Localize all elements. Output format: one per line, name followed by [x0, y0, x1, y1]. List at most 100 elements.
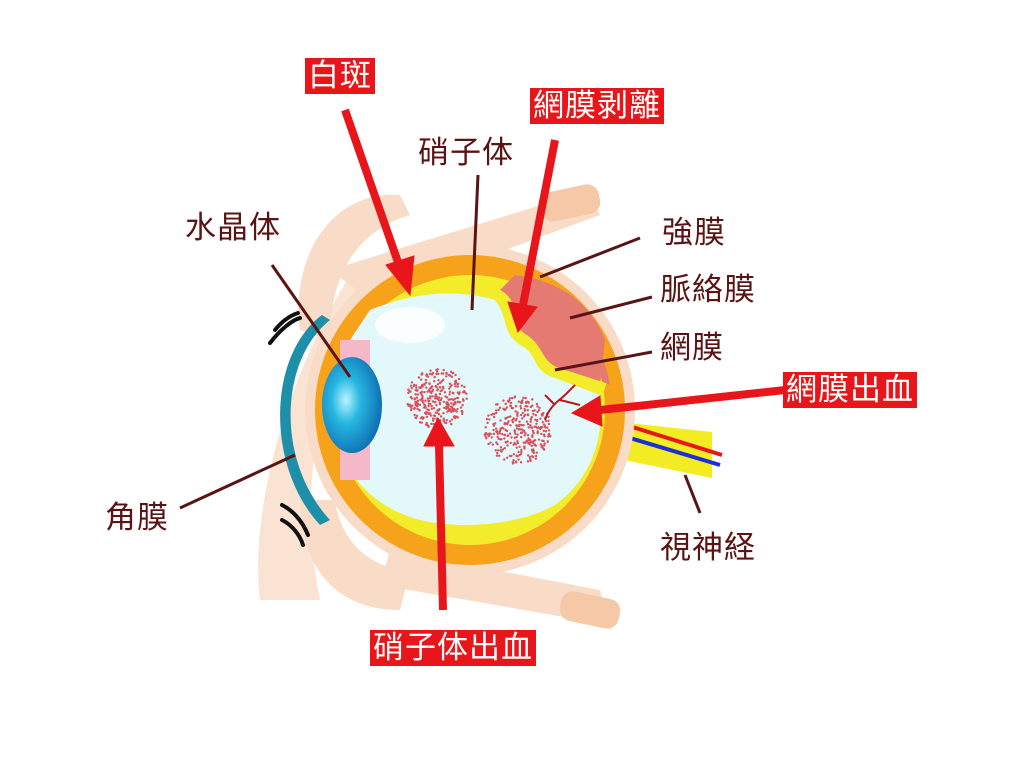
- hemorrhage-dot: [425, 415, 429, 419]
- hemorrhage-dot: [458, 391, 461, 394]
- hemorrhage-dot: [445, 405, 448, 408]
- hemorrhage-dot: [441, 385, 445, 389]
- hemorrhage-dot: [496, 442, 499, 446]
- hemorrhage-dot: [509, 404, 512, 407]
- label-lens: 水晶体: [185, 210, 281, 246]
- hemorrhage-dot: [499, 449, 502, 452]
- hemorrhage-dot: [455, 410, 458, 413]
- hemorrhage-dot: [504, 408, 507, 411]
- hemorrhage-dot: [491, 443, 495, 446]
- hemorrhage-dot: [536, 410, 539, 414]
- choroid-leader: [569, 295, 653, 320]
- hemorrhage-dot: [533, 439, 537, 442]
- hemorrhage-dot: [423, 406, 426, 409]
- hemorrhage-dot: [420, 390, 424, 394]
- hemorrhage-dot: [535, 402, 539, 406]
- hemorrhage-dot: [425, 386, 428, 389]
- hemorrhage-dot: [418, 386, 421, 389]
- retinal-vessels: [544, 384, 581, 421]
- hemorrhage-dot: [427, 411, 430, 415]
- hemorrhage-dot: [445, 407, 448, 410]
- hemorrhage-dot: [414, 384, 418, 387]
- hemorrhage-dot: [517, 458, 520, 461]
- label-retinal-detachment: 網膜剥離: [530, 88, 664, 124]
- hemorrhage-dot: [418, 408, 421, 412]
- hemorrhage-dot: [531, 448, 535, 451]
- hemorrhage-dot: [503, 433, 506, 437]
- hemorrhage-dot: [412, 384, 416, 388]
- hemorrhage-dot: [454, 385, 457, 388]
- hemorrhage-dot: [530, 415, 533, 419]
- hemorrhage-dot: [512, 458, 515, 462]
- hemorrhage-dot: [536, 405, 539, 408]
- hemorrhage-dot: [452, 402, 456, 405]
- hemorrhage-dot: [450, 418, 454, 421]
- hemorrhage-dot: [408, 403, 412, 407]
- hemorrhage-dot: [420, 373, 423, 376]
- hemorrhage-dot: [485, 417, 489, 421]
- hemorrhage-dot: [421, 383, 424, 387]
- hemorrhage-dot: [429, 369, 432, 372]
- hemorrhage-dot: [437, 396, 441, 399]
- hemorrhage-dot: [445, 401, 448, 404]
- hemorrhage-dot: [435, 368, 438, 372]
- leukoma-arrowhead: [385, 255, 415, 297]
- hemorrhage-dot: [451, 372, 454, 375]
- hemorrhage-dot: [522, 441, 526, 444]
- hemorrhage-dot: [529, 459, 532, 462]
- hemorrhage-dot: [520, 448, 523, 452]
- hemorrhage-dot: [449, 385, 452, 388]
- hemorrhage-dot: [456, 385, 459, 388]
- hemorrhage-dot: [519, 435, 523, 439]
- hemorrhage-dot: [455, 396, 459, 400]
- hemorrhage-dot: [543, 425, 547, 428]
- hemorrhage-dot: [509, 441, 512, 445]
- hemorrhage-dot: [513, 436, 516, 439]
- hemorrhage-dot: [520, 431, 524, 434]
- hemorrhage-dot: [494, 449, 497, 452]
- hemorrhage-dot: [410, 381, 414, 384]
- hemorrhage-dot: [450, 406, 454, 409]
- hemorrhage-dot: [442, 419, 445, 422]
- hemorrhage-dot: [546, 426, 549, 429]
- hemorrhage-dot: [506, 434, 509, 438]
- hemorrhage-dot: [544, 419, 548, 423]
- hemorrhage-dot: [503, 458, 506, 461]
- hemorrhage-dot: [504, 440, 507, 444]
- hemorrhage-dot: [427, 399, 430, 403]
- hemorrhage-dot: [511, 421, 515, 424]
- hemorrhage-dot: [407, 388, 410, 391]
- hemorrhage-dot: [540, 432, 543, 436]
- hemorrhage-dot: [500, 438, 503, 441]
- eye-muscle: [539, 184, 621, 629]
- hemorrhage-dot: [518, 420, 521, 423]
- hemorrhage-dot: [453, 382, 456, 386]
- hemorrhage-dot: [436, 409, 439, 412]
- hemorrhage-dot: [416, 402, 420, 406]
- hemorrhage-dot: [522, 415, 526, 418]
- hemorrhage-dot: [437, 412, 441, 416]
- hemorrhage-dot: [534, 454, 538, 458]
- hemorrhage-dot: [505, 406, 509, 409]
- hemorrhage-dot: [413, 397, 417, 400]
- hemorrhage-dot: [547, 435, 550, 438]
- hemorrhage-dot: [517, 424, 521, 428]
- hemorrhage-dot: [504, 417, 507, 420]
- label-sclera: 強膜: [662, 215, 726, 251]
- hemorrhage-dot: [511, 406, 515, 410]
- hemorrhage-dot: [429, 395, 432, 398]
- hemorrhage-dot: [444, 395, 447, 398]
- hemorrhage-dot: [496, 449, 500, 452]
- hemorrhage-dot: [537, 409, 541, 412]
- label-vitreous-hemorrhage: 硝子体出血: [370, 630, 536, 666]
- hemorrhage-dot: [462, 399, 465, 402]
- hemorrhage-dot: [511, 462, 515, 465]
- hemorrhage-dot: [448, 387, 451, 390]
- hemorrhage-dot: [430, 391, 433, 395]
- cornea: [280, 315, 330, 525]
- hemorrhage-dot: [510, 436, 513, 439]
- hemorrhage-dot: [499, 446, 503, 449]
- hemorrhage-dot: [451, 391, 454, 395]
- optic-nerve-leader: [683, 474, 702, 514]
